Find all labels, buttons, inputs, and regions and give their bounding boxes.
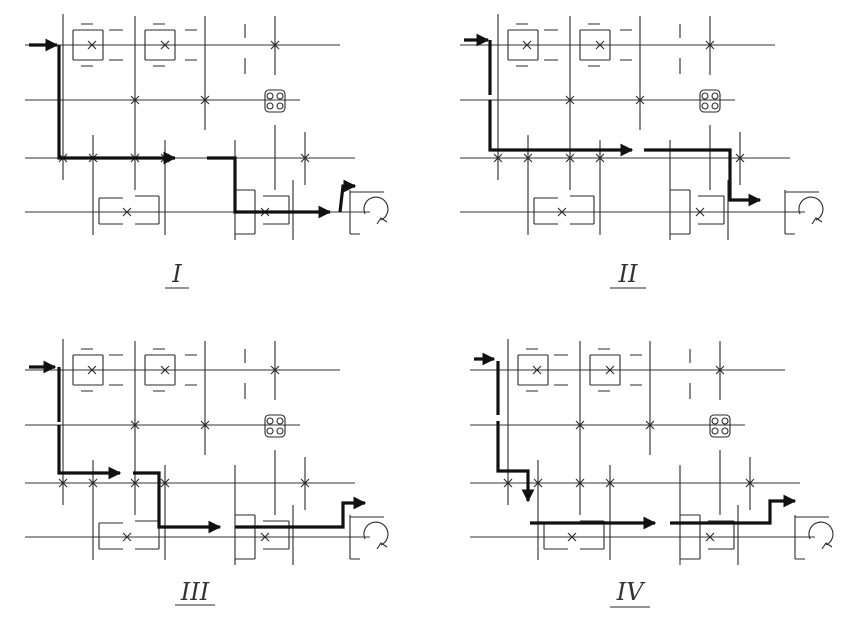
panel-I: I [24,13,389,289]
panel-label: IV [616,578,646,606]
gearbox-schematic [24,13,389,241]
gearbox-schematic [469,338,834,566]
panel-label: I [171,260,182,288]
power-flow-path [464,33,762,207]
power-flow-path [29,360,367,534]
panel-label: III [180,578,210,606]
gearbox-schematic [459,13,824,241]
panel-II: II [459,13,824,289]
gearbox-schematic [24,338,389,566]
power-flow-path [29,38,357,219]
panel-III: III [24,338,389,606]
power-flow-path [474,352,797,530]
panel-label: II [618,260,638,288]
panel-IV: IV [469,338,834,608]
